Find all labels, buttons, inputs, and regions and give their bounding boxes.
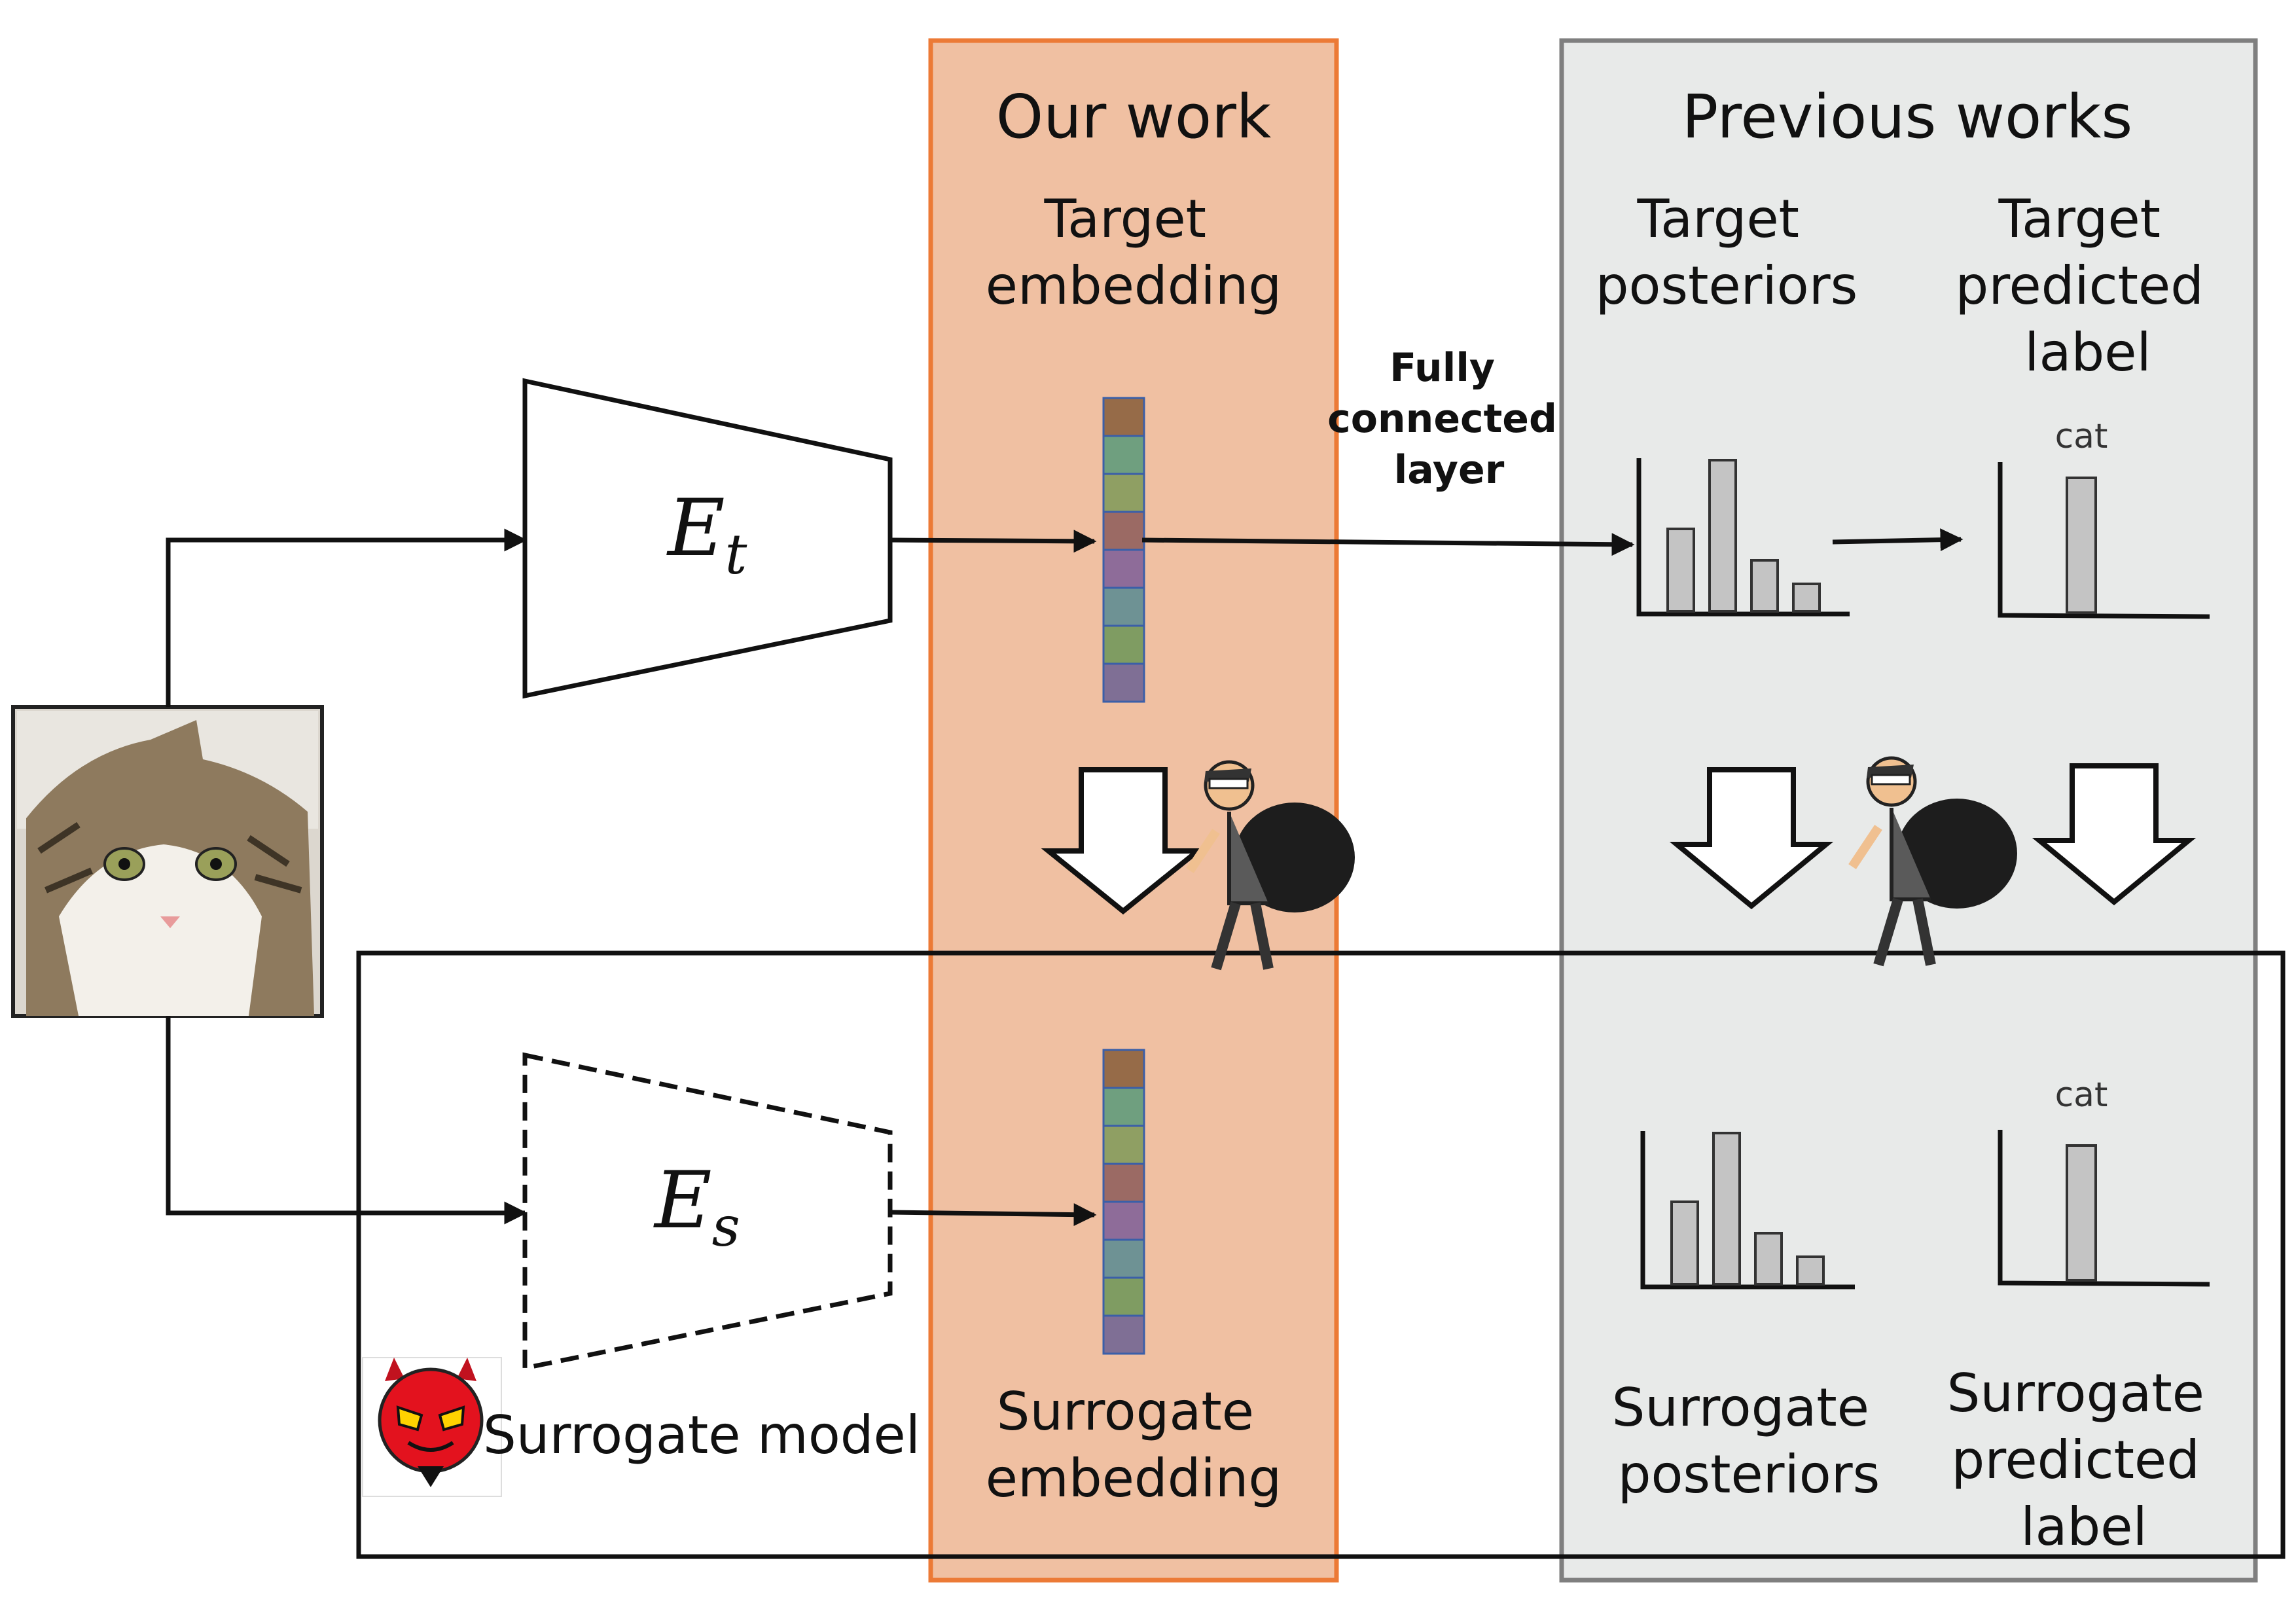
target-embedding-label: Target embedding (986, 189, 1282, 316)
surrogate-frame (356, 950, 2286, 1559)
previous-works-title: Previous works (1682, 82, 2133, 152)
embedding-cell (1102, 1049, 1145, 1089)
bar (2066, 1144, 2097, 1282)
target-encoder-symbol: Et (666, 483, 747, 586)
input-cat-image (11, 705, 324, 1018)
surrogate-cat-text: cat (2055, 1075, 2108, 1115)
embedding-cell (1102, 662, 1145, 703)
target-cat-text: cat (2055, 417, 2108, 456)
target-posteriors-label: Target posteriors (1596, 189, 1858, 316)
bar (1670, 1200, 1699, 1286)
our-work-title: Our work (996, 82, 1272, 152)
embedding-cell (1102, 511, 1145, 551)
surrogate-embedding-vector (1102, 1049, 1145, 1355)
surrogate-predicted-label-chart: cat (1998, 1075, 2210, 1287)
bar (2066, 477, 2097, 614)
bar (1750, 559, 1779, 613)
embedding-cell (1102, 1200, 1145, 1241)
thief-icon (1848, 756, 2017, 967)
bar (1796, 1255, 1825, 1286)
target-posteriors-axes (1636, 458, 1850, 617)
embedding-cell (1102, 1087, 1145, 1127)
embedding-cell (1102, 586, 1145, 627)
target-predicted-label-chart: cat (1998, 417, 2210, 619)
target-label-axes (1998, 462, 2210, 619)
surrogate-model-label: Surrogate model (483, 1405, 920, 1466)
bar (1754, 1232, 1783, 1286)
embedding-steal-down-arrow (1041, 767, 1206, 915)
embedding-cell (1102, 549, 1145, 589)
posteriors-to-label-arrow (1832, 528, 1964, 552)
embedding-cell (1102, 1125, 1145, 1165)
bar (1708, 459, 1737, 613)
surrogate-label-axes (1998, 1130, 2210, 1287)
target-embedding-vector (1102, 397, 1145, 703)
fully-connected-arrow (1141, 533, 1635, 556)
target-encoder-to-embedding-arrow (889, 530, 1097, 553)
posteriors-steal-down-arrow (1669, 767, 1834, 910)
embedding-cell (1102, 1163, 1145, 1203)
embedding-cell (1102, 624, 1145, 665)
bar (1666, 528, 1695, 613)
surrogate-encoder-symbol: Es (653, 1155, 740, 1259)
bar (1792, 583, 1821, 613)
target-predicted-label-label: Target predicted label (1956, 189, 2221, 383)
surrogate-encoder-to-embedding-arrow (889, 1203, 1097, 1227)
fully-connected-layer-label: Fully connected layer (1327, 345, 1571, 493)
surrogate-predicted-label-label: Surrogate predicted label (1947, 1363, 2221, 1557)
input-to-target-encoder-arrow (166, 528, 528, 707)
bar (1712, 1132, 1741, 1286)
embedding-cell (1102, 397, 1145, 437)
devil-icon (362, 1357, 502, 1497)
input-to-surrogate-encoder-arrow (166, 1016, 528, 1225)
surrogate-posteriors-chart (1640, 1131, 1855, 1290)
embedding-cell (1102, 1276, 1145, 1317)
surrogate-embedding-label: Surrogate embedding (986, 1381, 1282, 1509)
target-posteriors-chart (1636, 458, 1850, 617)
surrogate-posteriors-axes (1640, 1131, 1855, 1290)
thief-icon (1186, 760, 1355, 971)
target-encoder (522, 378, 893, 699)
label-steal-down-arrow (2032, 763, 2197, 906)
surrogate-posteriors-label: Surrogate posteriors (1612, 1377, 1886, 1505)
surrogate-encoder (522, 1052, 893, 1371)
embedding-cell (1102, 435, 1145, 475)
embedding-cell (1102, 473, 1145, 513)
embedding-cell (1102, 1238, 1145, 1279)
embedding-cell (1102, 1314, 1145, 1355)
